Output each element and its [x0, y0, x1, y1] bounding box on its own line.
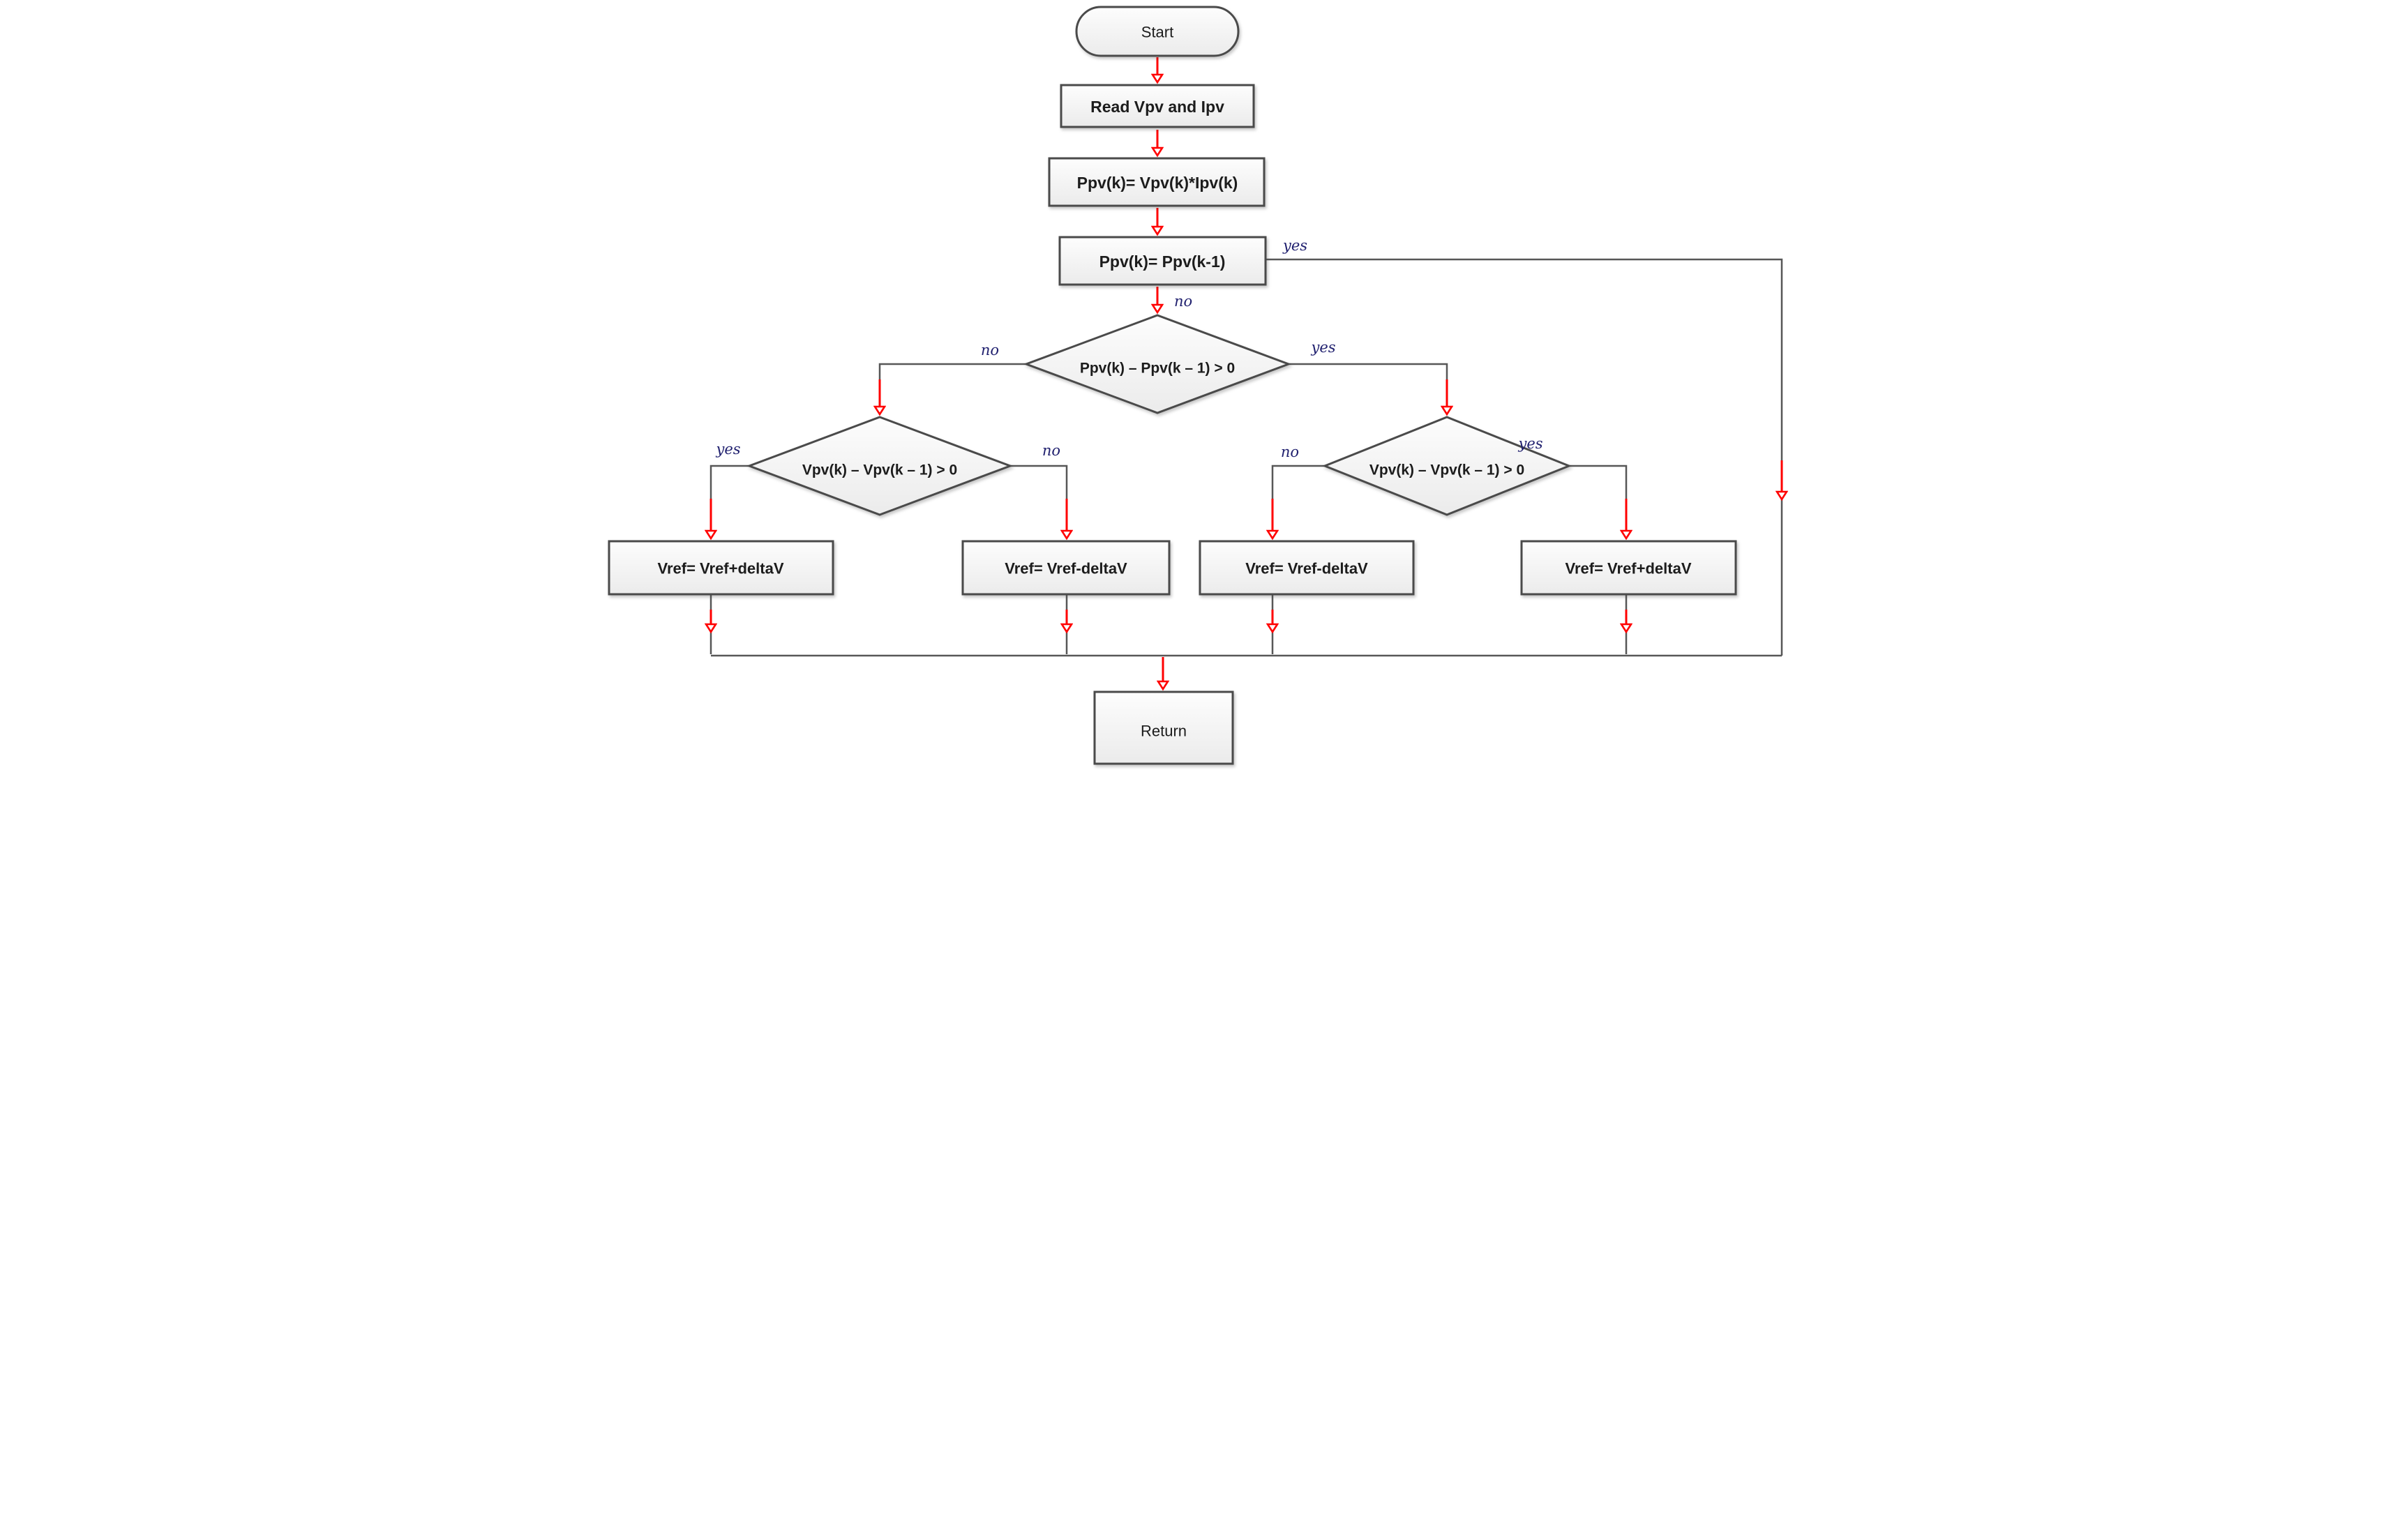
vref-increase-left-rect	[608, 540, 834, 596]
start-node: Start	[1075, 6, 1239, 57]
edge-voltage-left-yes-route	[710, 465, 749, 533]
power-equal-check-box: Ppv(k)= Ppv(k-1)	[1058, 236, 1266, 286]
power-equal-check-label: Ppv(k)= Ppv(k-1)	[1099, 252, 1225, 271]
edge-power-decision-no-route	[878, 363, 1026, 409]
return-rect	[1093, 690, 1233, 765]
vref-decrease-left-box: Vref= Vref-deltaV	[961, 540, 1170, 596]
flowchart-canvas: Start Read Vpv and Ipv Ppv(k)= Vpv(k)*Ip…	[599, 0, 1796, 770]
read-inputs-rect	[1060, 84, 1254, 128]
start-capsule	[1075, 6, 1239, 57]
power-equal-check-rect	[1058, 236, 1266, 286]
vref-decrease-right-box: Vref= Vref-deltaV	[1199, 540, 1414, 596]
vref-increase-right-box: Vref= Vref+deltaV	[1520, 540, 1736, 596]
voltage-decision-left-label: Vpv(k) – Vpv(k – 1) > 0	[802, 462, 956, 478]
power-decision-diamond: Ppv(k) – Ppv(k – 1) > 0	[1023, 314, 1291, 414]
voltage-decision-right-diamond: Vpv(k) – Vpv(k – 1) > 0	[1321, 416, 1572, 516]
edge-power-decision-yes-route	[1288, 363, 1448, 409]
edge-power-equal-yes-route	[1265, 258, 1782, 656]
voltage-decision-left-diamond: Vpv(k) – Vpv(k – 1) > 0	[746, 416, 1013, 516]
compute-power-label: Ppv(k)= Vpv(k)*Ipv(k)	[1076, 174, 1238, 192]
voltage-decision-left-shape	[746, 416, 1013, 516]
return-node-label: Return	[1140, 723, 1186, 740]
edge-label-voltage-right-no: no	[1280, 444, 1298, 460]
connector-lines	[710, 258, 1782, 657]
vref-increase-left-label: Vref= Vref+deltaV	[657, 560, 783, 578]
edge-label-voltage-right-yes: yes	[1517, 435, 1542, 452]
read-inputs-box: Read Vpv and Ipv	[1060, 84, 1254, 128]
edge-label-voltage-left-no: no	[1042, 442, 1060, 459]
read-inputs-label: Read Vpv and Ipv	[1090, 98, 1224, 116]
edge-label-voltage-left-yes: yes	[715, 441, 740, 458]
vref-decrease-right-rect	[1199, 540, 1414, 596]
edge-label-power-decision-yes: yes	[1310, 339, 1335, 356]
voltage-decision-right-shape	[1321, 416, 1572, 516]
edge-label-power-equal-no: no	[1174, 293, 1192, 310]
arrow-segments	[711, 57, 1782, 689]
edge-label-power-decision-no: no	[980, 342, 998, 358]
return-node: Return	[1093, 690, 1233, 765]
voltage-decision-right-label: Vpv(k) – Vpv(k – 1) > 0	[1369, 462, 1524, 478]
power-decision-label: Ppv(k) – Ppv(k – 1) > 0	[1079, 361, 1234, 377]
compute-power-rect	[1048, 157, 1265, 207]
vref-increase-right-rect	[1520, 540, 1736, 596]
start-node-label: Start	[1141, 24, 1173, 41]
vref-increase-right-label: Vref= Vref+deltaV	[1565, 560, 1691, 578]
vref-increase-left-box: Vref= Vref+deltaV	[608, 540, 834, 596]
mppt-flowchart: Start Read Vpv and Ipv Ppv(k)= Vpv(k)*Ip…	[608, 6, 1796, 765]
edge-voltage-right-yes-route	[1568, 465, 1627, 533]
edge-label-power-equal-yes: yes	[1282, 237, 1307, 254]
edge-voltage-right-no-route	[1271, 465, 1325, 533]
compute-power-box: Ppv(k)= Vpv(k)*Ipv(k)	[1048, 157, 1265, 207]
vref-decrease-right-label: Vref= Vref-deltaV	[1245, 560, 1368, 578]
edge-labels: yes no no yes yes no no yes	[715, 237, 1542, 460]
edge-voltage-left-no-route	[1009, 465, 1067, 533]
vref-decrease-left-label: Vref= Vref-deltaV	[1005, 560, 1127, 578]
power-decision-shape	[1023, 314, 1291, 414]
vref-decrease-left-rect	[961, 540, 1170, 596]
